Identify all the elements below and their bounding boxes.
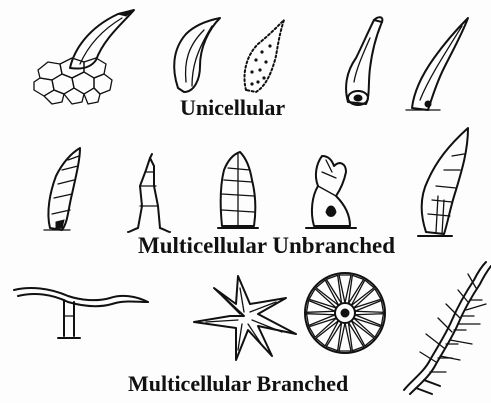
branched-hair-t-shaped xyxy=(14,288,148,338)
unicellular-hair-3 xyxy=(245,20,285,92)
multicellular-hair-3 xyxy=(218,152,258,228)
multicellular-hair-1 xyxy=(44,148,80,230)
multicellular-hair-5 xyxy=(418,128,468,236)
label-unicellular: Unicellular xyxy=(180,95,285,121)
label-multicellular-branched: Multicellular Branched xyxy=(128,371,348,397)
multicellular-hair-4 xyxy=(306,156,356,228)
branched-hair-dendroid xyxy=(404,262,491,394)
branched-hair-stellate xyxy=(194,276,296,360)
unicellular-hair-1 xyxy=(34,10,134,104)
unicellular-hair-5 xyxy=(406,18,468,110)
multicellular-hair-2 xyxy=(128,154,170,232)
unicellular-hair-2 xyxy=(174,18,220,92)
branched-hair-peltate xyxy=(305,273,385,353)
unicellular-hair-4 xyxy=(346,17,382,105)
label-multicellular-unbranched: Multicellular Unbranched xyxy=(138,233,395,259)
